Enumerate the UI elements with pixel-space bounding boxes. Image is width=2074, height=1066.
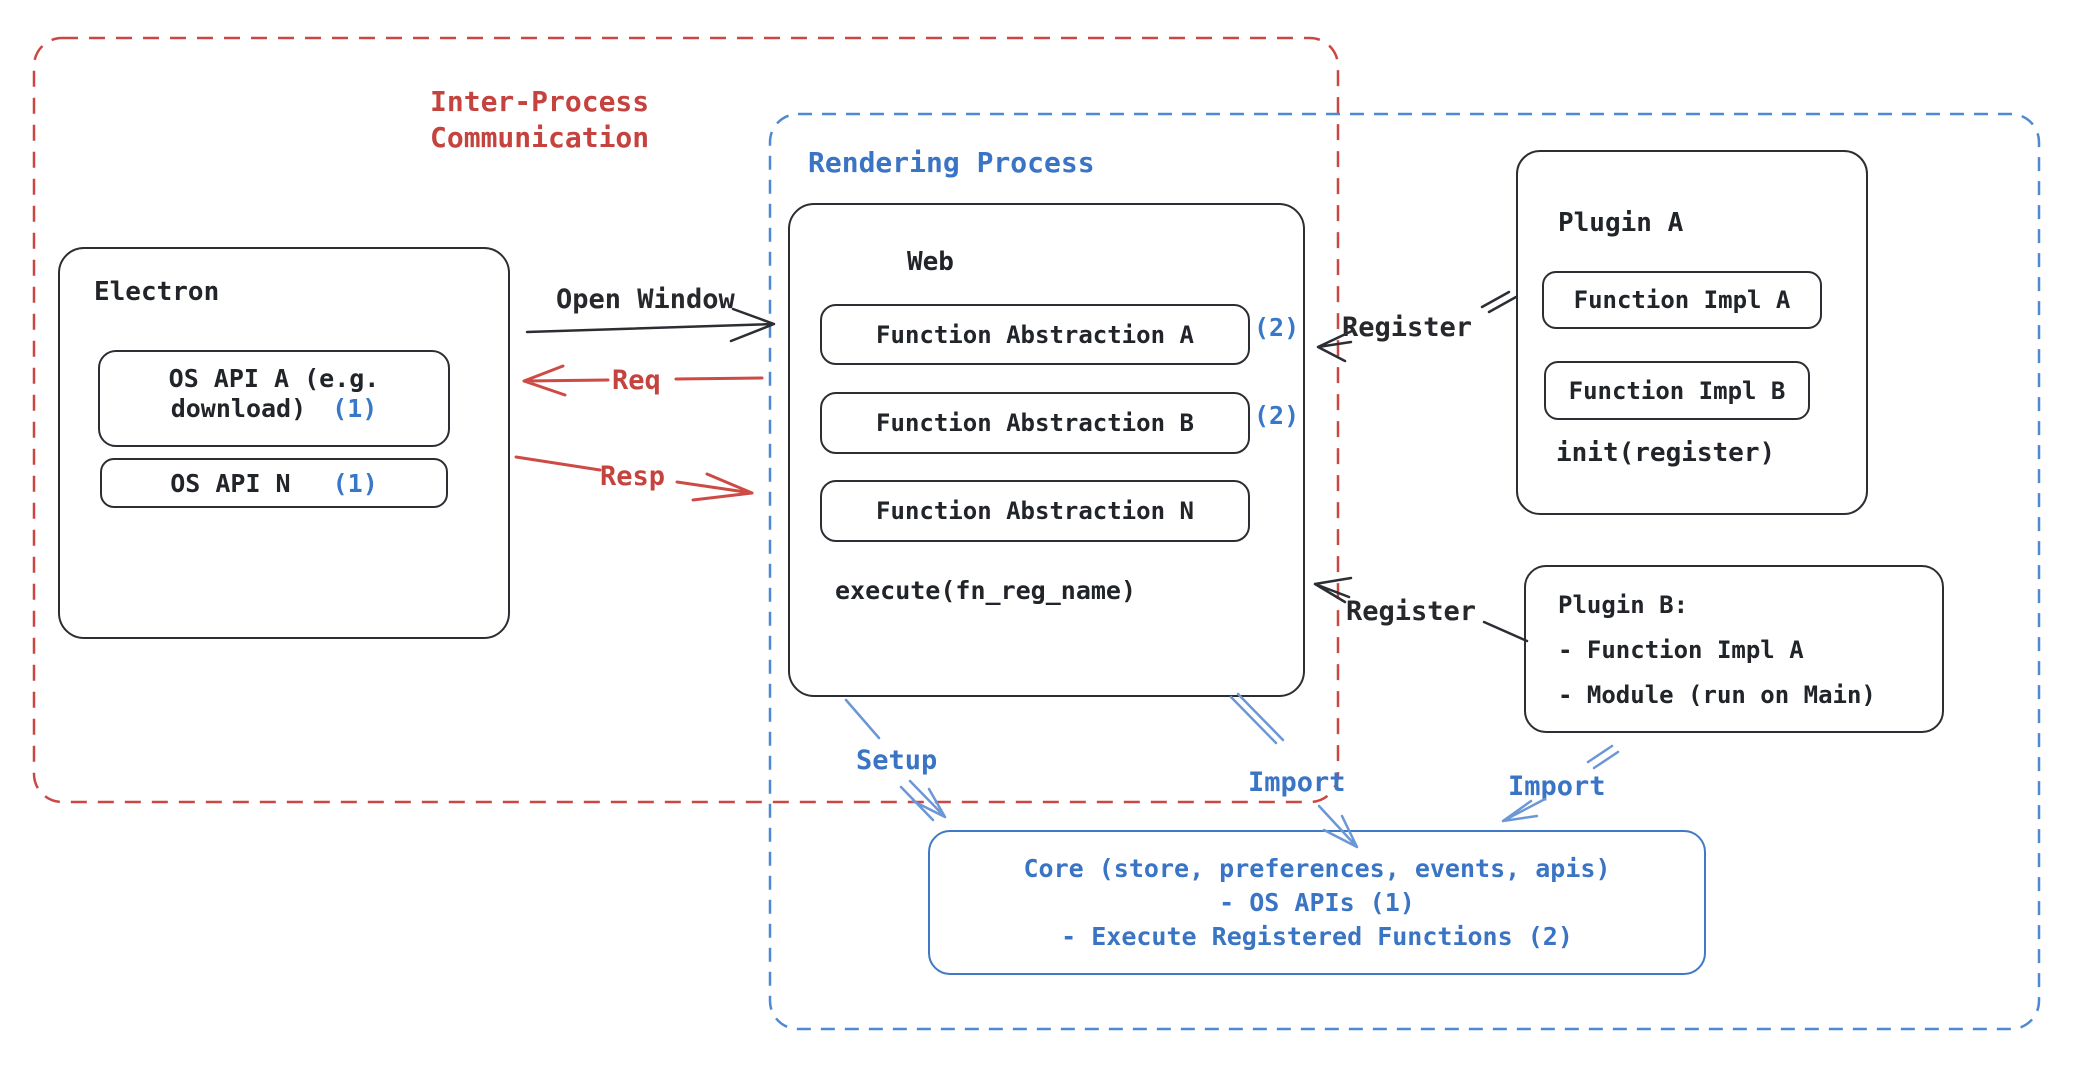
- core-box: Core (store, preferences, events, apis) …: [928, 830, 1706, 975]
- function-abstraction-a-box: Function Abstraction A: [820, 304, 1250, 365]
- core-line-2: - OS APIs (1): [1219, 888, 1415, 917]
- register-plugin-b-label: Register: [1346, 596, 1477, 627]
- plugin-a-box: Plugin A Function Impl A Function Impl B…: [1516, 150, 1868, 515]
- function-abstraction-b-box: Function Abstraction B: [820, 392, 1250, 454]
- os-api-n-box: OS API N (1): [100, 458, 448, 508]
- function-abstraction-b-label: Function Abstraction B: [876, 409, 1194, 437]
- plugin-b-title: Plugin B:: [1558, 591, 1689, 619]
- os-api-n-label: OS API N: [170, 468, 291, 498]
- setup-label: Setup: [856, 745, 938, 776]
- os-api-a-badge: (1): [332, 394, 378, 423]
- os-api-a-box: OS API A (e.g. download)(1): [98, 350, 450, 447]
- import-plugin-b-label: Import: [1508, 771, 1606, 802]
- function-impl-a-box: Function Impl A: [1542, 271, 1822, 329]
- web-title: Web: [907, 247, 954, 277]
- ipc-group-label: Inter-Process Communication: [430, 85, 650, 154]
- os-api-a-label: OS API A (e.g. download): [168, 364, 380, 423]
- function-abstraction-a-label: Function Abstraction A: [876, 320, 1194, 349]
- req-label: Req: [612, 365, 661, 396]
- function-abstraction-a-badge: (2): [1254, 313, 1300, 342]
- function-impl-b-box: Function Impl B: [1544, 361, 1810, 420]
- plugin-b-item-2: - Module (run on Main): [1558, 681, 1876, 709]
- function-abstraction-n-label: Function Abstraction N: [876, 497, 1194, 525]
- electron-title: Electron: [94, 277, 220, 307]
- core-line-3: - Execute Registered Functions (2): [1061, 922, 1573, 951]
- execute-call-label: execute(fn_reg_name): [835, 576, 1137, 605]
- rendering-process-label: Rendering Process: [808, 146, 1095, 179]
- function-abstraction-b-badge: (2): [1254, 401, 1300, 430]
- open-window-label: Open Window: [556, 284, 735, 315]
- function-abstraction-n-box: Function Abstraction N: [820, 480, 1250, 542]
- electron-box: Electron OS API A (e.g. download)(1) OS …: [58, 247, 510, 639]
- function-impl-a-label: Function Impl A: [1573, 286, 1791, 314]
- ipc-group-outline: [32, 36, 1340, 804]
- init-register-label: init(register): [1556, 438, 1776, 468]
- plugin-b-box: Plugin B: - Function Impl A - Module (ru…: [1524, 565, 1944, 733]
- plugin-a-title: Plugin A: [1558, 208, 1684, 238]
- resp-label: Resp: [600, 461, 666, 492]
- function-impl-b-label: Function Impl B: [1568, 376, 1786, 405]
- rendering-process-group-outline: [768, 112, 2041, 1031]
- os-api-n-badge: (1): [332, 468, 378, 498]
- web-box: Web Function Abstraction A Function Abst…: [788, 203, 1305, 697]
- import-web-label: Import: [1248, 767, 1346, 798]
- register-web-label: Register: [1342, 312, 1473, 343]
- plugin-b-item-1: - Function Impl A: [1558, 636, 1804, 664]
- core-line-1: Core (store, preferences, events, apis): [1023, 854, 1611, 883]
